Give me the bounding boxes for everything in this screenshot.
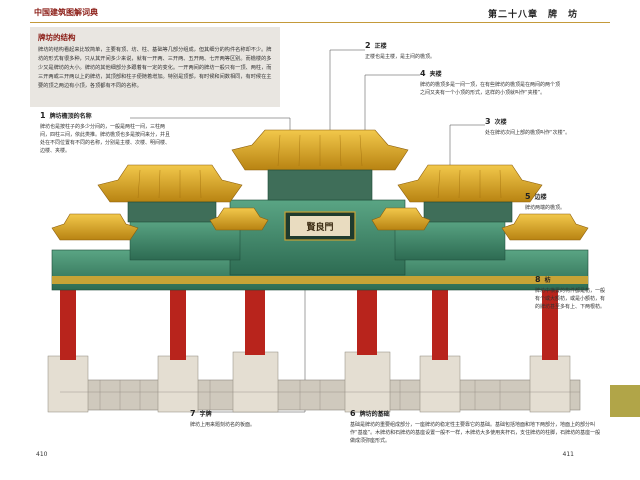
roof-tiles — [137, 134, 502, 199]
left-edge-roof — [51, 213, 139, 241]
header-divider — [30, 22, 610, 23]
left-secondary-roof — [97, 164, 243, 203]
right-edge-roof — [501, 213, 589, 241]
intro-box: 牌坊的结构 牌坊的结构看起来比较简单，主要有顶、坊、柱、基础等几部分组成，但其细… — [30, 27, 280, 107]
book-title: 中国建筑图解词典 — [34, 8, 98, 17]
left-clip-roof — [209, 207, 269, 231]
page-number-right: 411 — [562, 451, 574, 458]
intro-title: 牌坊的结构 — [38, 33, 76, 42]
name-plaque: 賢良門 — [284, 211, 356, 241]
stone-base — [47, 351, 581, 413]
columns — [60, 270, 558, 360]
intro-text: 牌坊的结构看起来比较简单，主要有顶、坊、柱、基础等几部分组成，但其细分的构件名称… — [38, 47, 272, 89]
chapter-title: 第二十八章 牌 坊 — [487, 10, 578, 20]
chapter-tab — [610, 385, 640, 417]
right-clip-roof — [371, 207, 431, 231]
right-secondary-roof — [397, 164, 543, 203]
page-number-left: 410 — [36, 451, 48, 458]
plaque-text: 賢良門 — [306, 221, 333, 233]
